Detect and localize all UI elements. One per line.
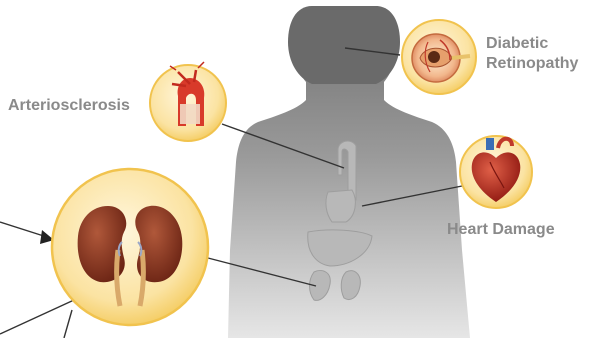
heart-damage-label: Heart Damage xyxy=(447,220,555,240)
leader-left-2 xyxy=(0,300,74,334)
arteriosclerosis-label: Arteriosclerosis xyxy=(8,96,130,116)
diabetic-retinopathy-line2: Retinopathy xyxy=(486,54,578,74)
retinopathy-callout xyxy=(402,20,476,94)
head-shape xyxy=(288,6,400,84)
heart-damage-callout xyxy=(460,136,532,208)
diabetic-retinopathy-label: Diabetic Retinopathy xyxy=(486,34,578,74)
heart-organ xyxy=(326,190,355,222)
diabetic-retinopathy-line1: Diabetic xyxy=(486,34,578,54)
leader-left-3 xyxy=(64,310,72,338)
arteriosclerosis-callout xyxy=(150,62,226,141)
kidney-callout xyxy=(52,169,208,325)
